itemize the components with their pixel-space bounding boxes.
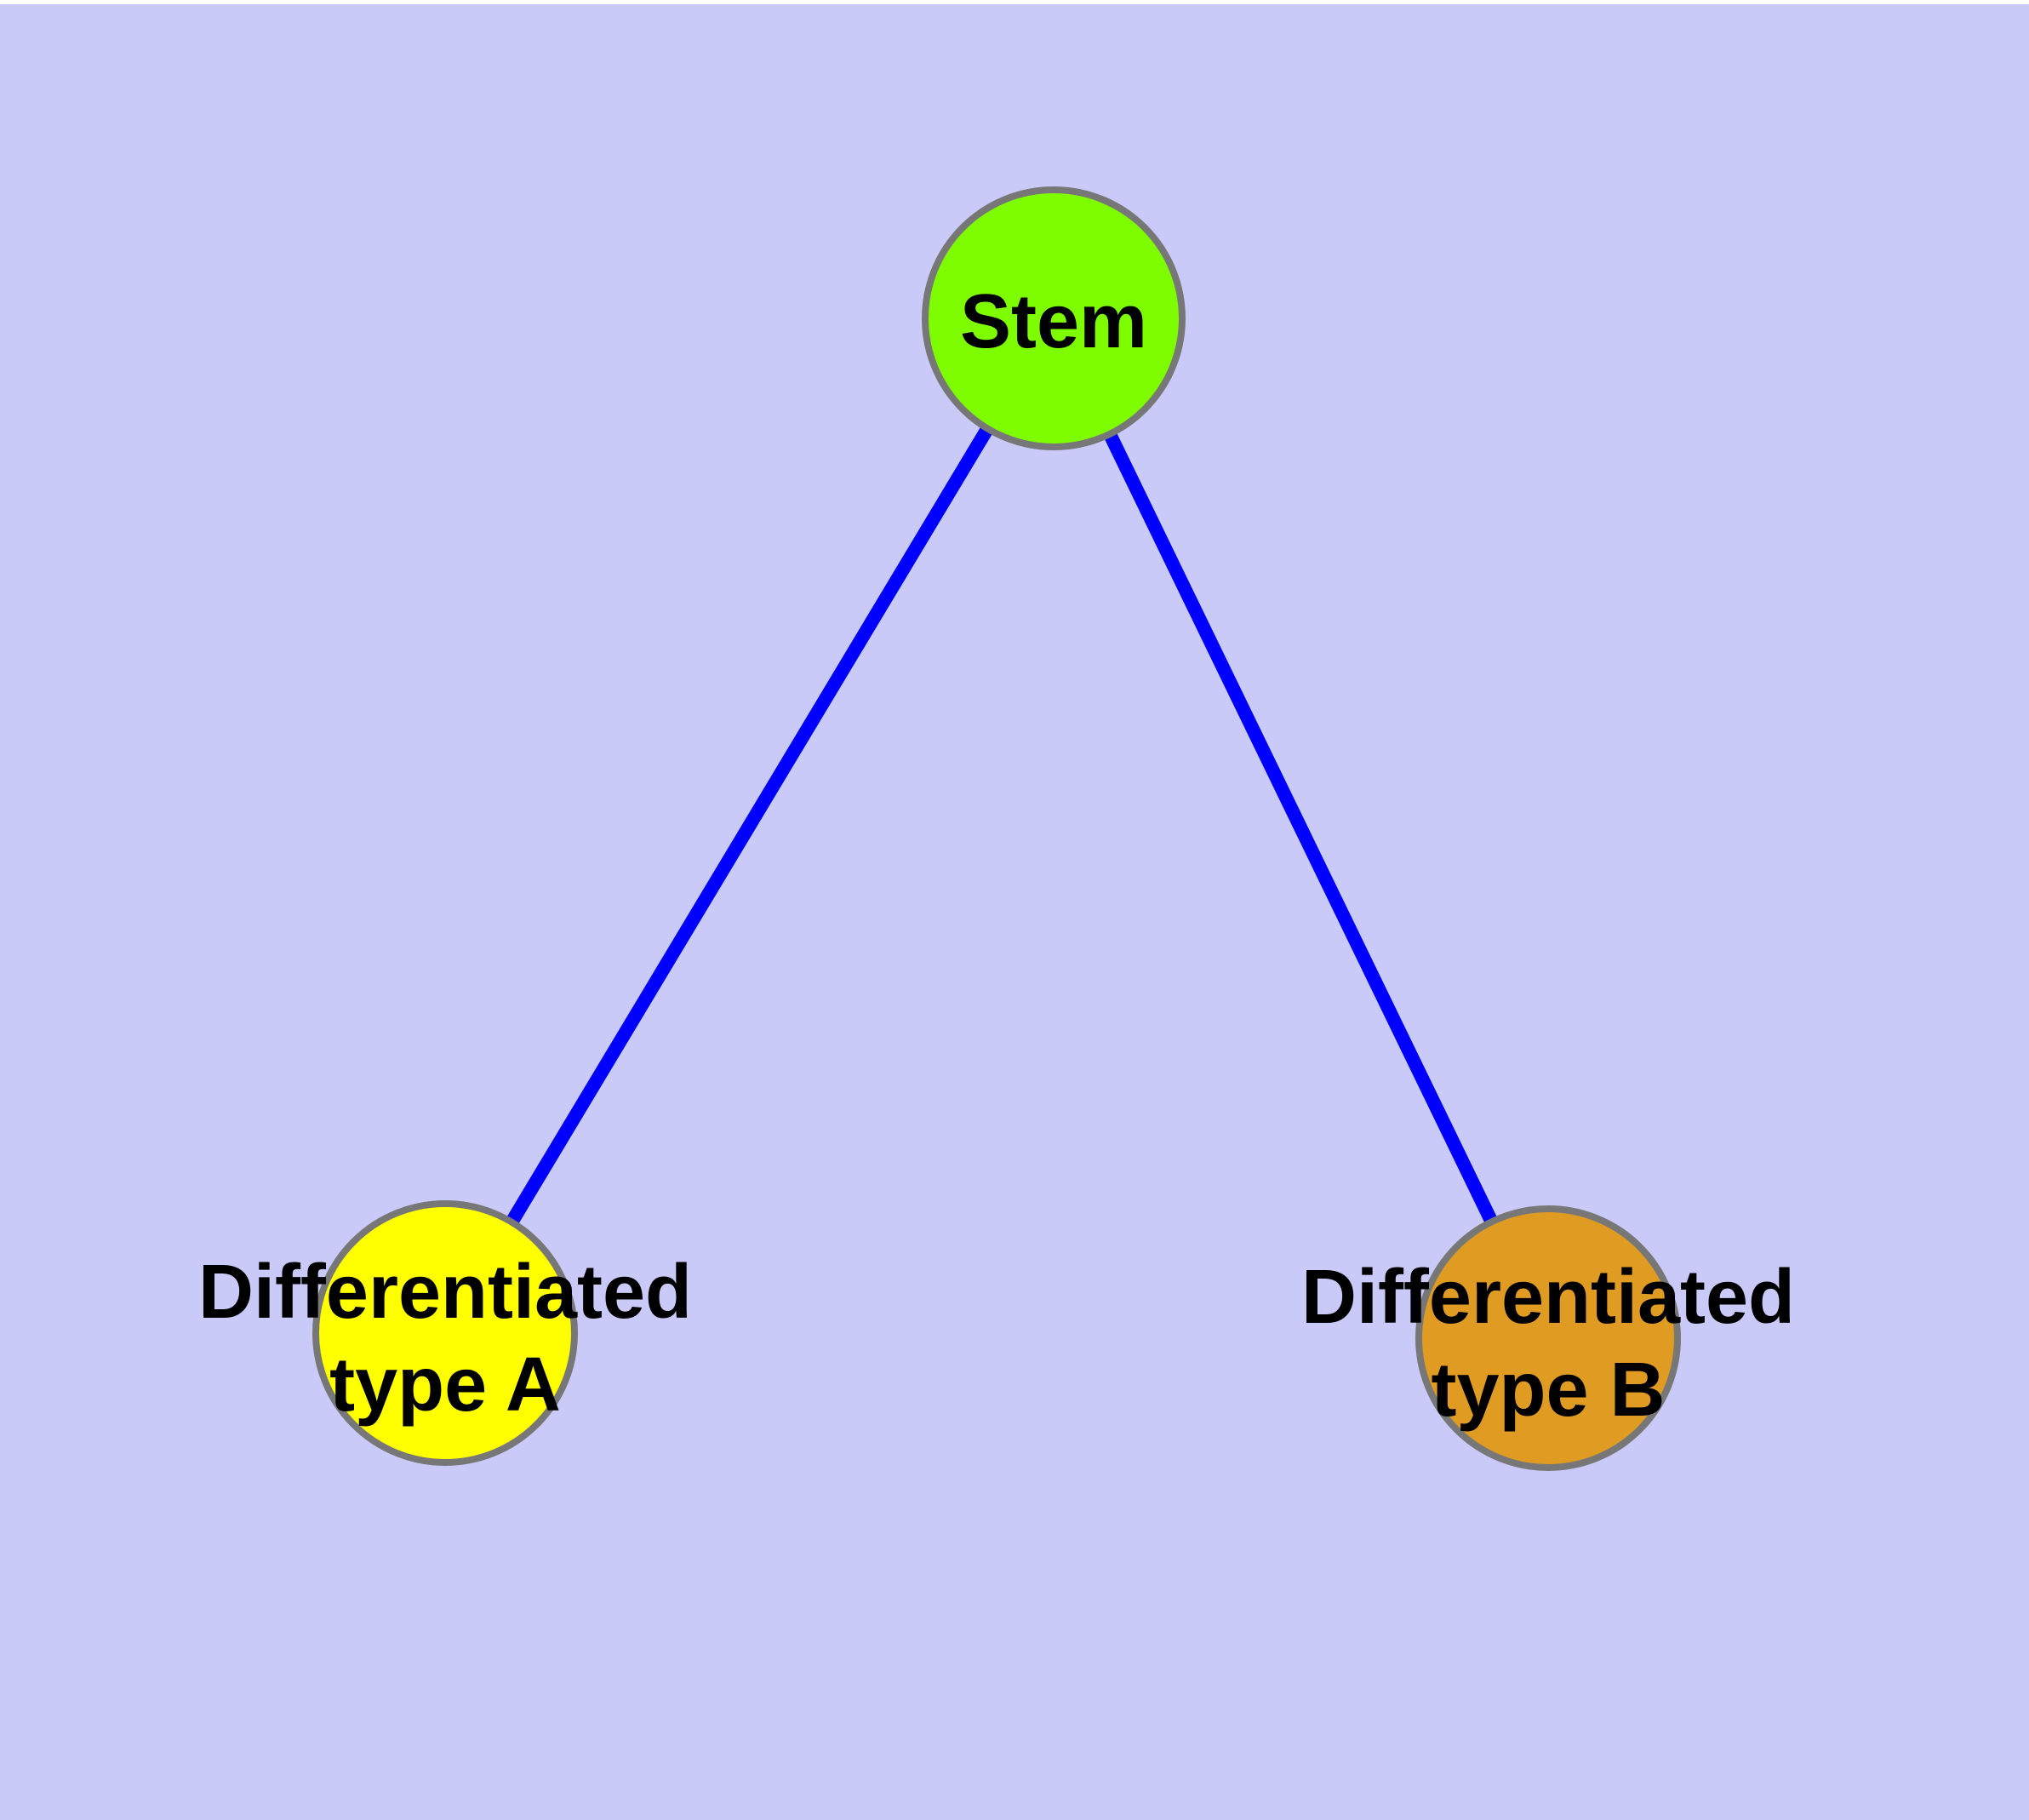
node-stem-label: Stem xyxy=(960,279,1147,364)
node-stem-circle xyxy=(922,186,1186,450)
node-typeB-label-line1: Differentiated xyxy=(1301,1255,1795,1340)
node-typeA-circle xyxy=(312,1200,578,1466)
node-typeA-label-line1: Differentiated xyxy=(198,1250,692,1335)
node-typeA-label-line2: type A xyxy=(329,1342,561,1428)
edge-stem-to-typeA xyxy=(439,314,1060,1337)
node-typeB-circle xyxy=(1415,1205,1681,1471)
top-border-strip xyxy=(0,0,2029,4)
node-typeB-label-line2: type B xyxy=(1431,1348,1665,1433)
edge-stem-to-typeB xyxy=(1047,315,1555,1342)
